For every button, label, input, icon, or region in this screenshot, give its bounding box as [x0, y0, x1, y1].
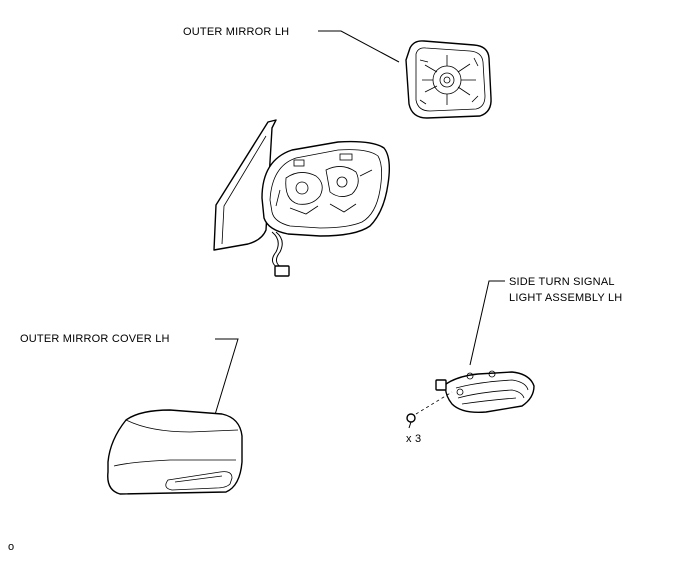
outer-mirror-cover — [107, 409, 243, 495]
label-outer-mirror-cover: OUTER MIRROR COVER LH — [20, 333, 170, 345]
outer-mirror-body — [213, 119, 391, 277]
leader-side-turn-signal — [469, 280, 505, 366]
screw — [406, 391, 453, 429]
label-outer-mirror: OUTER MIRROR LH — [183, 26, 290, 38]
leader-outer-mirror-cover — [213, 338, 239, 419]
outer-mirror-glass — [405, 40, 492, 119]
label-side-turn-signal-line1: SIDE TURN SIGNAL — [509, 276, 615, 288]
leader-outer-mirror — [318, 30, 400, 63]
label-side-turn-signal-line2: LIGHT ASSEMBLY LH — [509, 292, 623, 304]
corner-mark: o — [8, 541, 15, 553]
leader-lines — [213, 30, 505, 419]
side-turn-signal-light — [435, 370, 535, 414]
label-screw-quantity: x 3 — [406, 433, 422, 445]
